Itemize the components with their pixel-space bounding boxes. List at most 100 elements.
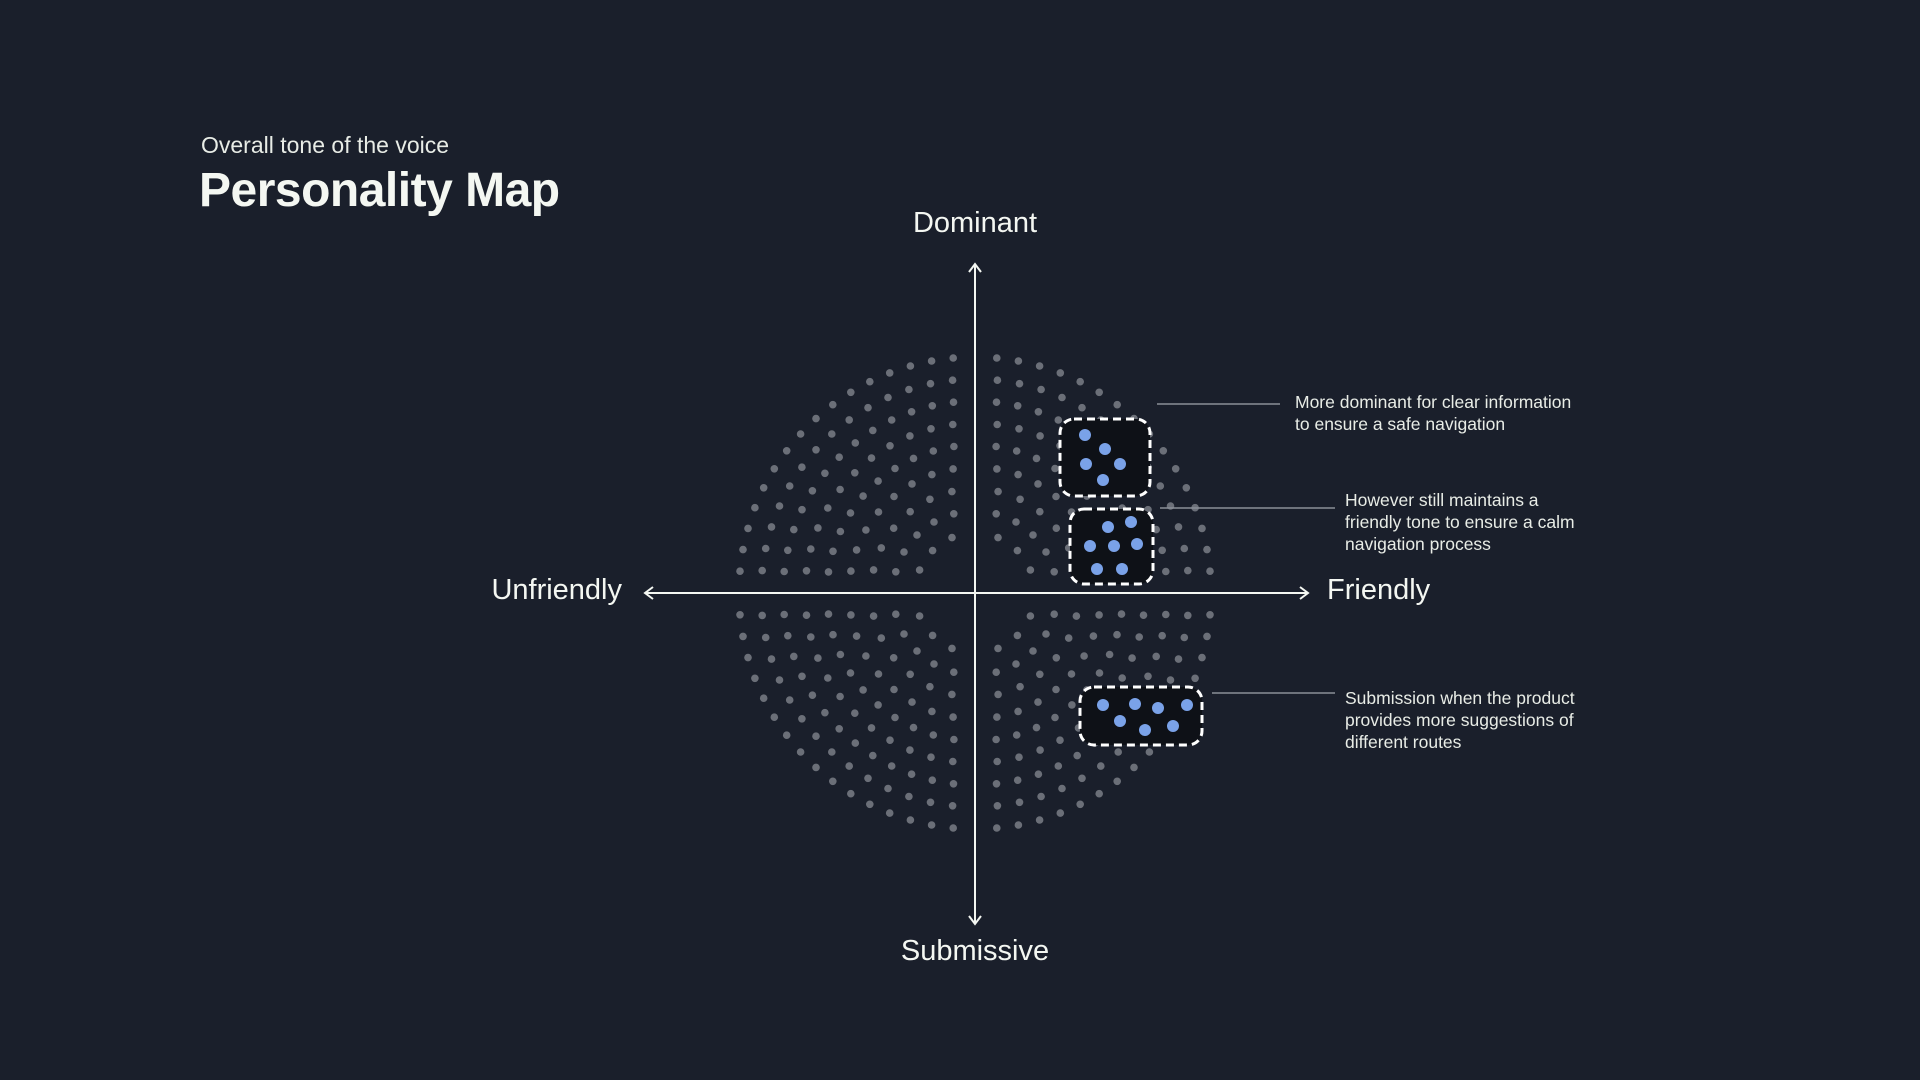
map-dot [835,725,843,733]
map-dot [775,502,784,510]
map-dot [1064,634,1073,642]
map-dot [1032,454,1041,463]
highlight-dot [1139,724,1151,736]
map-dot [928,470,936,479]
map-dot [994,690,1002,699]
map-dot [994,533,1002,542]
map-dot [1174,523,1183,531]
arrow-up-icon [968,262,982,273]
map-dot [993,757,1001,766]
map-dot [950,735,958,744]
map-dot [874,477,882,485]
map-dot [906,362,915,370]
map-dot [906,507,914,516]
annotation-line: navigation process [1345,534,1491,554]
map-dot [1058,393,1066,402]
map-dot [1013,402,1022,410]
map-dot [992,780,1001,788]
map-dot [812,414,820,423]
map-dot [782,447,791,455]
map-dot [909,723,918,732]
map-dot [824,568,833,576]
map-dot [993,354,1001,362]
map-dot [770,713,779,721]
map-dot [949,780,958,788]
map-dot [758,566,766,575]
map-dot [798,672,806,681]
map-dot [1159,447,1168,455]
map-dot [1095,669,1104,677]
map-dot [784,546,792,555]
map-dot [836,650,845,659]
map-dot [906,670,914,679]
map-dot [1036,670,1044,679]
map-dot [1203,632,1211,641]
map-dot [930,518,938,526]
map-dot [992,398,1001,407]
map-dot [812,446,820,454]
map-dot [759,694,768,702]
map-dot [744,653,752,662]
map-dot [929,447,938,455]
map-dot [736,611,744,619]
map-dot [885,809,894,817]
map-dot [852,546,861,554]
map-dot [851,439,860,447]
map-dot [1014,357,1023,365]
map-dot [824,610,833,618]
map-dot [1166,676,1175,684]
map-dot [927,357,936,365]
map-dot [1162,610,1170,619]
map-dot [1182,484,1191,492]
map-dot [1145,748,1154,756]
map-dot [1014,470,1022,479]
map-dot [993,376,1002,385]
map-dot [906,746,914,754]
map-dot [812,763,820,772]
map-dot [887,762,896,770]
map-dot [767,523,776,531]
map-dot [926,682,934,691]
arrow-down-icon [968,915,982,926]
annotation-leaders [1157,403,1335,694]
map-dot [913,647,921,655]
map-dot [862,526,870,534]
page-subtitle: Overall tone of the voice [201,132,450,158]
map-dot [1135,633,1143,641]
map-dot [790,652,798,661]
map-dot [796,430,805,438]
highlight-dot [1108,540,1120,552]
map-dot [926,798,935,807]
map-dot [1013,631,1022,640]
map-dot [1036,507,1044,516]
map-dot [992,510,1000,518]
map-dot [874,508,883,516]
map-dot [824,504,832,512]
map-dot [770,465,779,473]
map-dot [1050,610,1058,618]
map-dot [908,480,916,488]
highlight-dot [1129,698,1141,710]
map-dot [1056,736,1064,744]
map-dot [887,416,896,424]
map-dot [846,509,855,517]
map-dot [928,546,937,555]
map-dot [884,393,892,402]
axis-label-submissive: Submissive [900,935,1050,967]
map-dot [802,567,811,575]
map-dot [836,527,845,536]
map-dot [814,524,822,532]
map-dot [1036,432,1044,440]
map-dot [1050,568,1058,576]
map-dot [1118,674,1126,682]
map-dot [1171,465,1180,473]
map-dot [1158,631,1166,640]
map-dot [929,731,938,739]
map-dot [829,547,837,556]
map-dot [821,469,829,478]
arrow-right-icon [1299,586,1310,600]
map-dot [845,762,853,770]
map-dot [1139,611,1148,619]
map-dot [1162,567,1170,576]
map-dot [909,454,918,463]
